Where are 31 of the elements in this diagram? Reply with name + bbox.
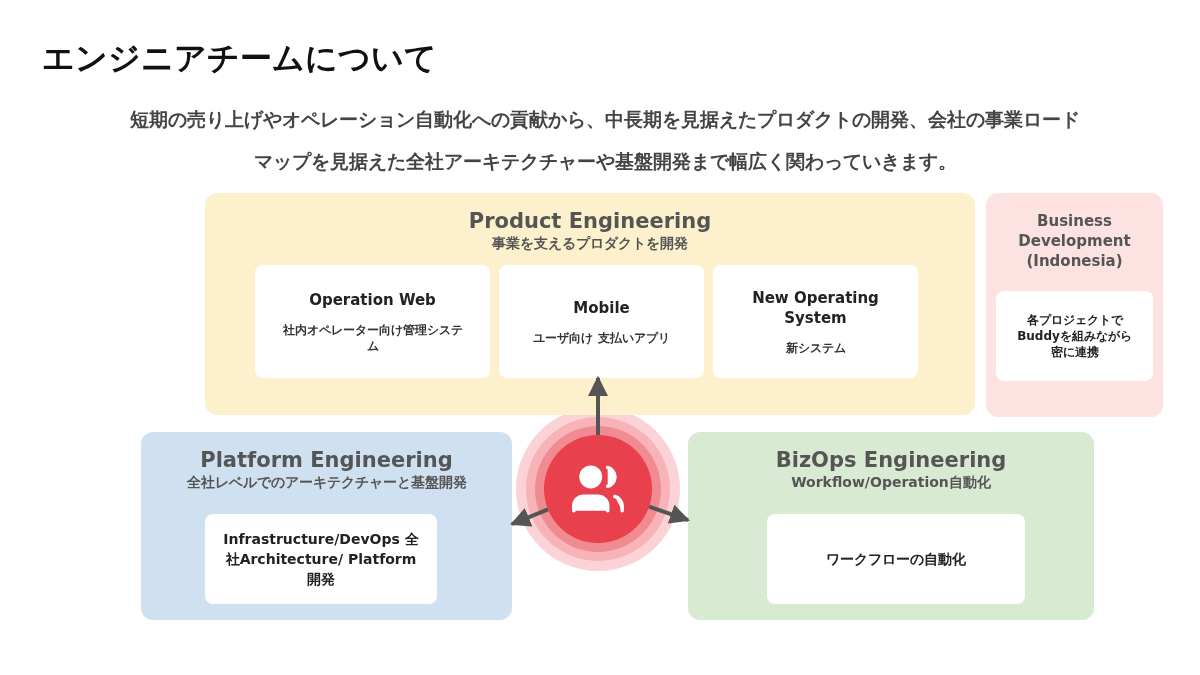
arrow xyxy=(648,504,690,524)
card-description: 新システム xyxy=(785,339,846,356)
project-card xyxy=(996,291,1153,381)
project-card xyxy=(713,265,918,378)
team-subtitle: 事業を支えるプロダクトを開発 xyxy=(492,234,688,253)
arrow xyxy=(510,507,549,527)
card-description: ワークフローの自動化 xyxy=(826,550,966,569)
intro-paragraph: 短期の売り上げやオペレーション自動化への貢献から、中長期を見据えたプロダクトの開発、会社の事業ロードマップを見据えた全社アーキテクチャーや基盤開発まで幅広く関わっていきます。 xyxy=(130,107,1080,174)
card-title: Mobile xyxy=(573,297,630,318)
team-title: BizOps Engineering xyxy=(775,448,1007,472)
project-card xyxy=(499,265,704,378)
team-title: Business Development (Indonesia) xyxy=(1017,211,1132,271)
card-description: 各プロジェクトでBuddyを組みながら密に連携 xyxy=(1016,312,1133,360)
arrow xyxy=(588,375,608,435)
card-title: New Operating System xyxy=(751,287,880,328)
team-title: Platform Engineering xyxy=(200,448,453,472)
team-title: Product Engineering xyxy=(468,209,712,233)
team-subtitle: Workflow/Operation自動化 xyxy=(791,473,991,492)
card-description: 社内オペレーター向け管理システム xyxy=(282,321,463,354)
team-subtitle: 全社レベルでのアーキテクチャーと基盤開発 xyxy=(186,473,467,492)
team-panel xyxy=(141,432,512,620)
card-description: Infrastructure/DevOps 全社Architecture/ Platform開発 xyxy=(222,530,420,589)
project-card xyxy=(255,265,490,378)
card-title: Operation Web xyxy=(309,289,436,310)
page-title: エンジニアチームについて xyxy=(42,38,437,79)
team-panel xyxy=(986,193,1163,417)
project-card xyxy=(205,514,437,604)
team-panel xyxy=(205,193,975,415)
project-card xyxy=(767,514,1025,604)
card-description: ユーザ向け 支払いアプリ xyxy=(533,329,670,346)
team-panel xyxy=(688,432,1094,620)
